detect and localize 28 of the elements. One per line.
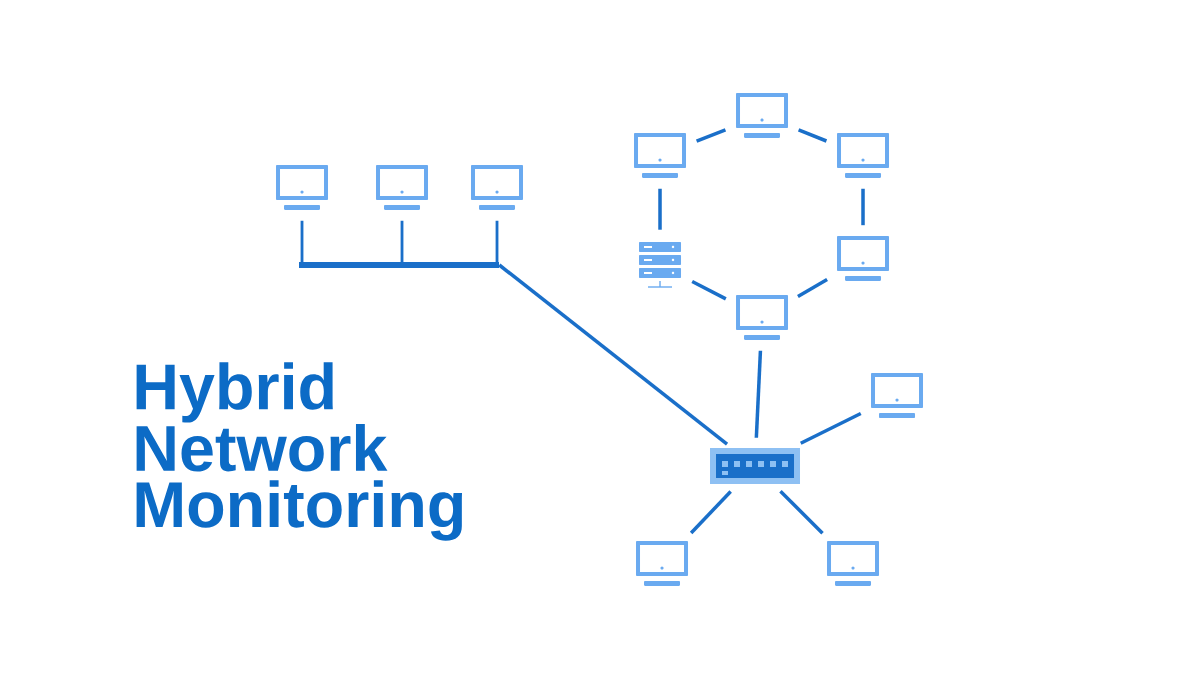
connector-line (797, 128, 828, 143)
computer-icon (837, 133, 889, 178)
connector-line (695, 128, 727, 143)
connector-line (797, 277, 828, 298)
connector-line (754, 350, 763, 438)
server-icon (639, 242, 681, 288)
computer-icon (871, 373, 923, 418)
connector-line (658, 188, 662, 230)
computer-icon (634, 133, 686, 178)
computer-icon (471, 165, 523, 210)
connector-line (400, 220, 404, 265)
network-switch-icon (710, 448, 800, 484)
connector-line (689, 490, 732, 535)
connector-line (799, 411, 862, 445)
connector-line (498, 263, 729, 446)
connector-line (691, 280, 727, 301)
connector-line (779, 490, 824, 535)
computer-icon (276, 165, 328, 210)
connector-line (861, 188, 865, 226)
computer-icon (837, 236, 889, 281)
connector-line (495, 220, 499, 265)
computer-icon (827, 541, 879, 586)
computer-icon (636, 541, 688, 586)
computer-icon (736, 93, 788, 138)
title: Hybrid Network Monitoring (136, 362, 462, 541)
computer-icon (736, 295, 788, 340)
computer-icon (376, 165, 428, 210)
connector-line (300, 220, 304, 265)
